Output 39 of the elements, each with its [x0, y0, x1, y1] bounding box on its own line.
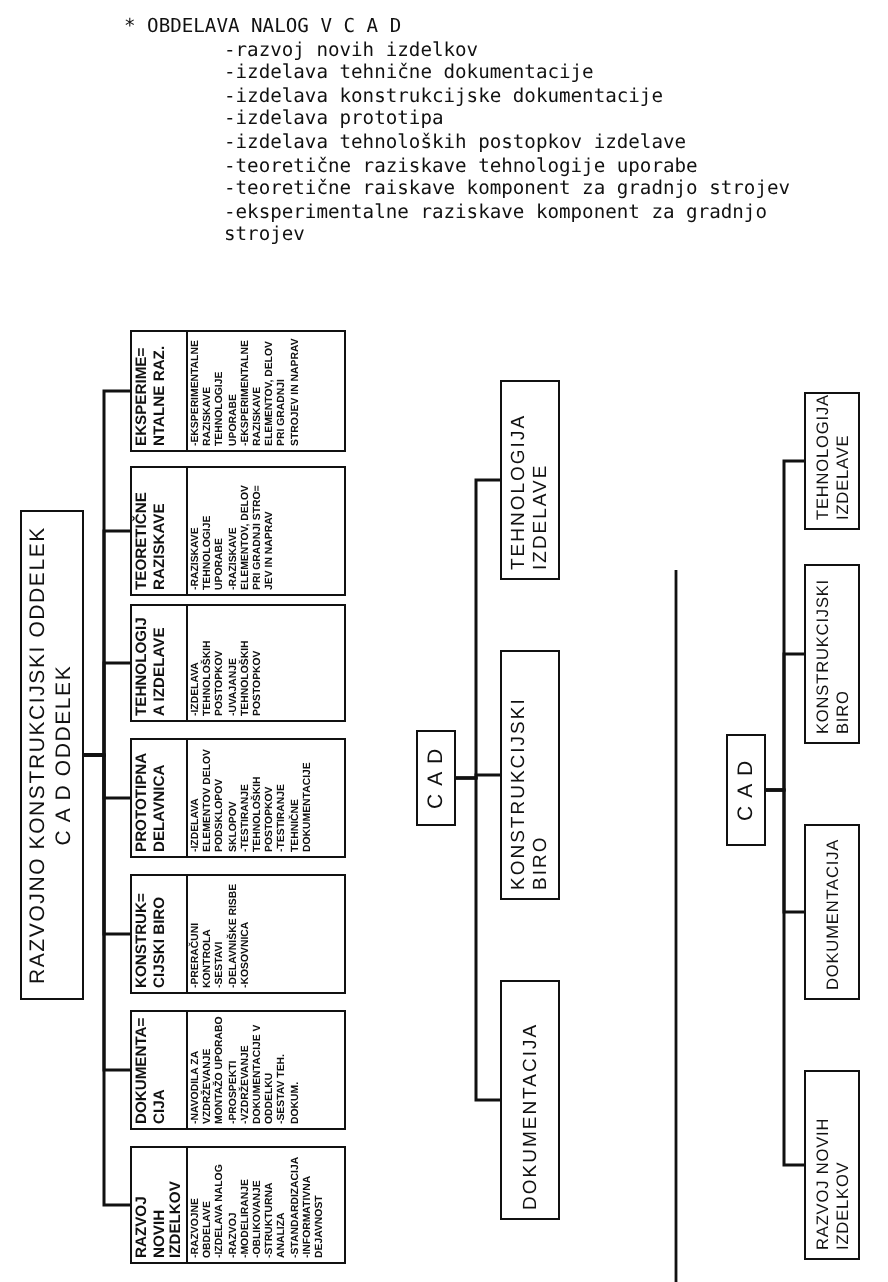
unit-box — [804, 1070, 860, 1260]
list-item: -izdelava tehnoloških postopkov izdelave — [224, 131, 687, 154]
list-item: -teoretične raziskave tehnologije uporabe — [224, 155, 698, 178]
connector-line — [456, 478, 500, 780]
list-item: -izdelava konstrukcijske dokumentacije — [224, 85, 663, 108]
unit-label: C A D — [733, 759, 759, 821]
unit-label: DOKUMENTACIJA — [822, 838, 842, 990]
list-item: -teoretične raiskave komponent za gradnjo strojev — [224, 178, 791, 201]
unit-label: C A D — [423, 747, 449, 809]
list-item: -izdelava prototipa — [224, 108, 444, 131]
unit-box — [130, 330, 346, 452]
unit-box — [130, 604, 346, 722]
unit-box — [130, 1010, 346, 1130]
unit-label: RAZVOJ NOVIH IZDELKOV — [812, 1115, 852, 1250]
unit-label: RAZVOJNO KONSTRUKCIJSKI ODDELEK — [26, 526, 52, 985]
heading: * OBDELAVA NALOG V C A D — [124, 16, 402, 40]
connector-line — [766, 459, 804, 792]
unit-box — [804, 564, 860, 744]
unit-box — [500, 650, 560, 900]
department-box — [416, 730, 456, 826]
unit-label: TEHNOLOGIJA IZDELAVE — [508, 412, 552, 570]
unit-box — [500, 380, 560, 580]
department-box — [20, 510, 84, 1000]
unit-box — [130, 1146, 346, 1264]
unit-box — [804, 824, 860, 1000]
unit-label: TEHNOLOGIJA IZDELAVE — [812, 395, 852, 520]
unit-label: KONSTRUKCIJSKI BIRO — [812, 576, 852, 734]
unit-box — [500, 980, 560, 1220]
unit-label: KONSTRUKCIJSKI BIRO — [508, 695, 552, 890]
list-item: -izdelava tehnične dokumentacije — [224, 62, 594, 85]
list-item: -razvoj novih izdelkov — [224, 39, 479, 62]
unit-box — [130, 466, 346, 596]
unit-label: DOKUMENTACIJA — [519, 1022, 541, 1210]
list-item: -eksperimentalne raziskave komponent za gradnjo strojev — [224, 201, 767, 247]
unit-label: C A D ODDELEK — [52, 664, 78, 846]
unit-box — [804, 392, 860, 530]
unit-box — [130, 738, 346, 858]
unit-box — [130, 874, 346, 994]
department-box — [726, 734, 766, 846]
